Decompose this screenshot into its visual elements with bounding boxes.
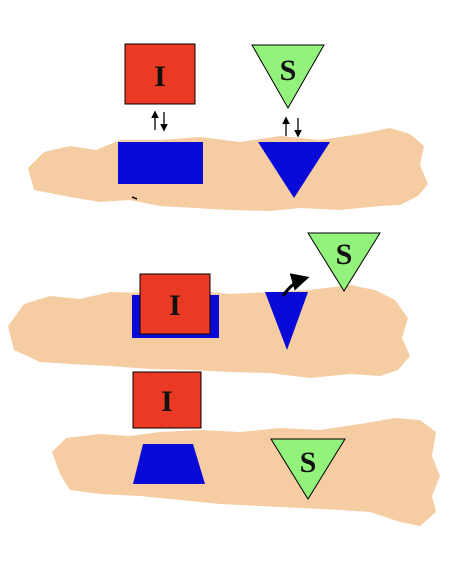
- inhibitor-label: I: [169, 289, 181, 322]
- substrate-molecule: S: [251, 44, 325, 110]
- panel-2: I S: [8, 232, 410, 378]
- membrane-blob: [28, 128, 428, 211]
- substrate-molecule-released: S: [307, 232, 381, 292]
- substrate-label: S: [280, 54, 297, 87]
- inhibitor-binding-site-restored: [133, 444, 205, 484]
- substrate-label: S: [336, 238, 353, 271]
- inhibitor-molecule-bound: I: [139, 273, 211, 335]
- small-mark: [131, 196, 138, 200]
- panel-1: I S: [28, 43, 428, 211]
- substrate-binding-site: [258, 142, 330, 198]
- inhibitor-molecule: I: [124, 43, 196, 105]
- inhibitor-label: I: [154, 60, 166, 93]
- substrate-label: S: [300, 446, 317, 479]
- inhibitor-molecule-dissociated: I: [132, 371, 202, 429]
- release-arrow: [281, 273, 310, 297]
- membrane-blob: [52, 418, 440, 526]
- substrate-molecule-unbound: S: [270, 438, 346, 500]
- equilibrium-arrows-substrate: [282, 116, 302, 138]
- equilibrium-arrows-inhibitor: [151, 110, 168, 132]
- panel-3: I S: [52, 371, 440, 526]
- inhibitor-label: I: [161, 385, 173, 418]
- inhibitor-binding-site: [118, 142, 203, 184]
- distorted-substrate-binding-site: [265, 292, 308, 350]
